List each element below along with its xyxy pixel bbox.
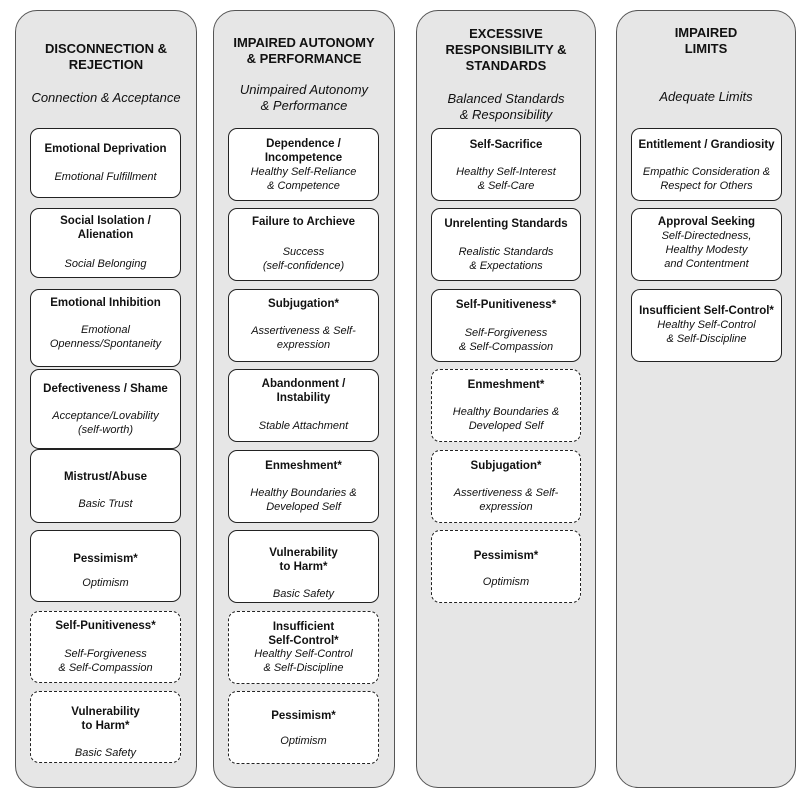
card-subtitle: Emotional Fulfillment [54, 171, 157, 183]
column-subtitle: Unimpaired Autonomy & Performance [239, 82, 369, 113]
card-subtitle: Optimism [82, 577, 129, 589]
schema-card-entitlement: Entitlement / Grandiosity Empathic Consi… [631, 128, 782, 201]
card-subtitle: Basic Safety [272, 588, 335, 600]
card-subtitle: Healthy Boundaries & Developed Self [452, 406, 560, 432]
schema-card-mistrust: Mistrust/Abuse Basic Trust [30, 449, 181, 523]
card-subtitle: Healthy Self-Reliance & Competence [250, 166, 357, 192]
card-title: Self-Sacrifice [469, 139, 543, 151]
card-subtitle: Stable Attachment [258, 420, 349, 432]
card-title: Self-Punitiveness* [55, 620, 156, 632]
column-subtitle: Balanced Standards & Responsibility [447, 91, 565, 122]
schema-card-approval-seeking: Approval Seeking Self-Directedness, Heal… [631, 208, 782, 281]
schema-card-enmeshment: Enmeshment* Healthy Boundaries & Develop… [431, 369, 581, 442]
card-title: Emotional Deprivation [44, 143, 167, 155]
card-subtitle: Self-Forgiveness & Self-Compassion [458, 327, 554, 353]
card-subtitle: Healthy Self-Control & Self-Discipline [657, 319, 756, 345]
card-subtitle: Healthy Boundaries & Developed Self [250, 487, 357, 513]
card-subtitle: Emotional Openness/Spontaneity [49, 324, 162, 350]
card-title: Pessimism* [73, 553, 138, 565]
schema-card-emotional-inhibition: Emotional Inhibition Emotional Openness/… [30, 289, 181, 367]
schema-card-subjugation: Subjugation* Assertiveness & Self- expre… [431, 450, 581, 523]
card-subtitle: Self-Directedness, Healthy Modesty and C… [661, 230, 752, 270]
card-subtitle: Social Belonging [64, 258, 147, 270]
domain-column-disconnection: DISCONNECTION & REJECTION Connection & A… [15, 10, 197, 788]
schema-card-enmeshment: Enmeshment* Healthy Boundaries & Develop… [228, 450, 379, 523]
card-subtitle: Empathic Consideration & Respect for Oth… [642, 166, 771, 192]
card-title: Dependence / Incompetence [264, 138, 343, 164]
column-title: EXCESSIVE RESPONSIBILITY & STANDARDS [445, 26, 567, 73]
schema-card-social-isolation: Social Isolation / Alienation Social Bel… [30, 208, 181, 278]
schema-card-unrelenting-standards: Unrelenting Standards Realistic Standard… [431, 208, 581, 281]
card-subtitle: Healthy Self-Control & Self-Discipline [254, 648, 353, 674]
schema-card-dependence: Dependence / Incompetence Healthy Self-R… [228, 128, 379, 201]
card-title: Unrelenting Standards [444, 218, 568, 230]
card-title: Vulnerability to Harm* [71, 706, 140, 732]
column-title: DISCONNECTION & REJECTION [44, 41, 168, 72]
schema-card-vulnerability: Vulnerability to Harm* Basic Safety [228, 530, 379, 603]
column-title: IMPAIRED LIMITS [674, 25, 738, 56]
card-subtitle: Optimism [482, 576, 530, 588]
column-subtitle: Connection & Acceptance [31, 90, 181, 105]
column-subtitle: Adequate Limits [659, 89, 753, 104]
card-title: Failure to Archieve [251, 216, 356, 228]
card-subtitle: Assertiveness & Self- expression [453, 487, 559, 513]
card-title: Entitlement / Grandiosity [638, 139, 775, 151]
card-title: Social Isolation / Alienation [60, 215, 151, 241]
card-title: Mistrust/Abuse [63, 471, 148, 483]
card-subtitle: Self-Forgiveness & Self-Compassion [58, 648, 153, 674]
schema-card-abandonment: Abandonment / Instability Stable Attachm… [228, 369, 379, 442]
card-title: Pessimism* [473, 550, 539, 562]
card-title: Insufficient Self-Control* [268, 621, 339, 647]
card-title: Enmeshment* [467, 379, 545, 391]
domain-column-impaired-limits: IMPAIRED LIMITS Adequate Limits Entitlem… [616, 10, 796, 788]
card-subtitle: Realistic Standards & Expectations [458, 246, 554, 272]
card-subtitle: Success (self-confidence) [262, 246, 345, 272]
schema-card-insufficient-self-control: Insufficient Self-Control* Healthy Self-… [631, 289, 782, 362]
schema-card-vulnerability: Vulnerability to Harm* Basic Safety [30, 691, 181, 763]
schema-card-pessimism: Pessimism* Optimism [30, 530, 181, 602]
column-title: IMPAIRED AUTONOMY & PERFORMANCE [233, 35, 375, 66]
schema-card-subjugation: Subjugation* Assertiveness & Self- expre… [228, 289, 379, 362]
card-title: Pessimism* [271, 710, 336, 722]
card-title: Defectiveness / Shame [43, 383, 168, 395]
domain-column-impaired-autonomy: IMPAIRED AUTONOMY & PERFORMANCE Unimpair… [213, 10, 395, 788]
schema-card-self-punitiveness: Self-Punitiveness* Self-Forgiveness & Se… [431, 289, 581, 362]
card-title: Approval Seeking [657, 216, 756, 228]
schema-card-defectiveness: Defectiveness / Shame Acceptance/Lovabil… [30, 369, 181, 449]
card-title: Abandonment / Instability [261, 378, 346, 404]
card-subtitle: Acceptance/Lovability (self-worth) [52, 410, 159, 436]
card-title: Self-Punitiveness* [455, 299, 557, 311]
card-subtitle: Assertiveness & Self- expression [251, 325, 356, 351]
card-subtitle: Basic Trust [78, 498, 133, 510]
schema-card-insufficient-self-control: Insufficient Self-Control* Healthy Self-… [228, 611, 379, 684]
card-subtitle: Basic Safety [74, 747, 137, 759]
schema-card-self-punitiveness: Self-Punitiveness* Self-Forgiveness & Se… [30, 611, 181, 683]
schema-card-pessimism: Pessimism* Optimism [228, 691, 379, 764]
card-title: Vulnerability to Harm* [269, 547, 338, 573]
card-title: Enmeshment* [265, 460, 342, 472]
schema-card-pessimism: Pessimism* Optimism [431, 530, 581, 603]
card-title: Subjugation* [268, 298, 339, 310]
schema-card-failure: Failure to Archieve Success (self-confid… [228, 208, 379, 281]
schema-card-self-sacrifice: Self-Sacrifice Healthy Self-Interest & S… [431, 128, 581, 201]
card-subtitle: Optimism [280, 735, 327, 747]
card-title: Emotional Inhibition [50, 297, 161, 309]
domain-column-excessive-responsibility: EXCESSIVE RESPONSIBILITY & STANDARDS Bal… [416, 10, 596, 788]
card-title: Insufficient Self-Control* [639, 305, 774, 317]
card-title: Subjugation* [470, 460, 542, 472]
schema-card-emotional-deprivation: Emotional Deprivation Emotional Fulfillm… [30, 128, 181, 198]
card-subtitle: Healthy Self-Interest & Self-Care [456, 166, 556, 192]
